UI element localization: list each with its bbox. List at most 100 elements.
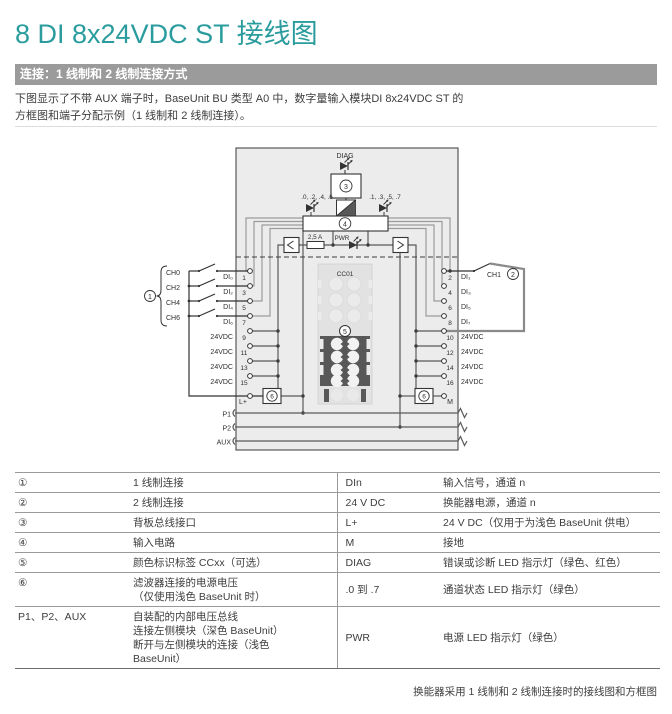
legend-meaning: 错误或诊断 LED 指示灯（绿色、红色） xyxy=(440,552,660,573)
legend-meaning: 24 V DC（仅用于为浅色 BaseUnit 供电） xyxy=(440,512,660,533)
legend-row: ⑤ 颜色标识标签 CCxx（可选） DIAG 错误或诊断 LED 指示灯（绿色、… xyxy=(15,552,660,573)
vdc-label: 24VDC xyxy=(461,334,484,341)
color-code-strip: CC01 5 xyxy=(317,263,373,405)
ref-1-circle xyxy=(144,290,156,302)
intro-text: 下图显示了不带 AUX 端子时，BaseUnit BU 类型 A0 中，数字量输… xyxy=(15,91,635,125)
di-label: DI₃ xyxy=(461,289,471,296)
terminal-number: 7 xyxy=(242,320,246,327)
vdc-label: 24VDC xyxy=(461,379,484,386)
legend-desc: 2 线制连接 xyxy=(130,492,337,513)
channel-label: CH0 xyxy=(166,270,180,277)
page-title: 8 DI 8x24VDC ST 接线图 xyxy=(15,19,318,49)
terminal-number: 13 xyxy=(240,365,248,372)
legend-table: ① 1 线制连接 DIn 输入信号，通道 n ② 2 线制连接 24 V DC … xyxy=(15,472,660,669)
switch-contact-dots xyxy=(197,269,219,318)
legend-meaning: 电源 LED 指示灯（绿色） xyxy=(440,606,660,669)
legend-symbol: ① xyxy=(15,472,130,493)
status-led-right-label: .1, .3, .5, .7 xyxy=(369,194,401,201)
di-label: DI₀ xyxy=(223,274,233,281)
vdc-label: 24VDC xyxy=(210,379,233,386)
status-led-left-label: .0, .2, .4, .6 xyxy=(301,194,333,201)
fuse-symbol xyxy=(306,241,325,249)
vdc-label: 24VDC xyxy=(461,349,484,356)
input-buffer-right xyxy=(392,236,409,254)
legend-symbol: ② xyxy=(15,492,130,513)
legend-code: M xyxy=(336,532,440,553)
terminal-number: 16 xyxy=(446,380,454,387)
ref-4: 4 xyxy=(343,221,347,228)
fuse-label: 2,5 A xyxy=(308,234,323,241)
right-channel xyxy=(446,262,526,333)
legend-meaning: 换能器电源，通道 n xyxy=(440,492,660,513)
ref-6: 6 xyxy=(422,394,426,401)
pwr-led-label: PWR xyxy=(335,235,350,242)
wiring-diagram: CC01 5 xyxy=(0,140,672,475)
vdc-label: 24VDC xyxy=(210,364,233,371)
divider-rule xyxy=(15,126,657,127)
terminal-points xyxy=(247,268,447,399)
legend-symbol: ③ xyxy=(15,512,130,533)
lplus-label: L+ xyxy=(239,399,247,406)
terminal-number: 6 xyxy=(448,305,452,312)
left-channel-wires xyxy=(188,263,263,397)
signal-wires xyxy=(245,217,451,317)
legend-desc: 颜色标识标签 CCxx（可选） xyxy=(130,552,337,573)
input-buffer-left xyxy=(283,236,300,254)
legend-code: 24 V DC xyxy=(336,492,440,513)
di-label: DI₇ xyxy=(461,319,471,326)
channel-label: CH4 xyxy=(166,300,180,307)
intro-line-2: 方框图和端子分配示例（1 线制和 2 线制连接）。 xyxy=(15,110,251,122)
supply-buses xyxy=(252,231,442,427)
input-circuit-box xyxy=(302,215,389,232)
terminal-number: 15 xyxy=(240,380,248,387)
filter-box-right: 6 xyxy=(414,387,434,405)
legend-code: DIn xyxy=(336,472,440,493)
filter-box-left: 6 xyxy=(262,387,282,405)
di-label: DI₂ xyxy=(223,289,233,296)
vdc-label: 24VDC xyxy=(461,364,484,371)
legend-desc: 滤波器连接的电源电压 （仅使用浅色 BaseUnit 时） xyxy=(130,572,337,607)
channel-label: CH2 xyxy=(166,285,180,292)
legend-symbol: ⑥ xyxy=(15,572,130,607)
ref-5: 5 xyxy=(343,329,347,336)
legend-code: PWR xyxy=(336,606,440,669)
legend-row: ① 1 线制连接 DIn 输入信号，通道 n xyxy=(15,472,660,493)
di-label: DI₅ xyxy=(461,304,471,311)
legend-desc: 自装配的内部电压总线 连接左侧模块（深色 BaseUnit） 断开与左侧模块的连… xyxy=(130,606,337,669)
legend-symbol: ④ xyxy=(15,532,130,553)
terminal-number: 5 xyxy=(242,305,246,312)
terminal-number: 8 xyxy=(448,320,452,327)
terminal-number: 12 xyxy=(446,350,454,357)
legend-row: P1、P2、AUX 自装配的内部电压总线 连接左侧模块（深色 BaseUnit）… xyxy=(15,606,660,669)
legend-row: ② 2 线制连接 24 V DC 换能器电源，通道 n xyxy=(15,492,660,513)
diag-led-label: DIAG xyxy=(336,153,353,160)
vdc-label: 24VDC xyxy=(210,334,233,341)
power-rails xyxy=(232,407,468,447)
channel-label: CH1 xyxy=(487,272,501,279)
legend-desc: 背板总线接口 xyxy=(130,512,337,533)
ref-2-circle xyxy=(507,268,519,280)
legend-meaning: 通道状态 LED 指示灯（绿色） xyxy=(440,572,660,607)
rail-label: P1 xyxy=(222,412,231,419)
di-label: DI₄ xyxy=(223,304,233,311)
ref-3: 3 xyxy=(344,184,348,191)
channel-label: CH6 xyxy=(166,315,180,322)
terminal-number: 11 xyxy=(241,350,248,357)
legend-meaning: 接地 xyxy=(440,532,660,553)
legend-row: ⑥ 滤波器连接的电源电压 （仅使用浅色 BaseUnit 时） .0 到 .7 … xyxy=(15,572,660,607)
terminal-number: 10 xyxy=(446,335,454,342)
legend-row: ③ 背板总线接口 L+ 24 V DC（仅用于为浅色 BaseUnit 供电） xyxy=(15,512,660,533)
legend-desc: 1 线制连接 xyxy=(130,472,337,493)
legend-code: L+ xyxy=(336,512,440,533)
rail-label: AUX xyxy=(217,440,232,447)
junction-dots xyxy=(187,243,452,429)
legend-row: ④ 输入电路 M 接地 xyxy=(15,532,660,553)
legend-symbol: P1、P2、AUX xyxy=(15,606,130,669)
ref-6: 6 xyxy=(270,394,274,401)
wiring-diagram-svg: CC01 5 xyxy=(144,147,526,451)
legend-meaning: 输入信号，通道 n xyxy=(440,472,660,493)
m-label: M xyxy=(447,399,453,406)
di-label: DI₆ xyxy=(223,319,233,326)
terminal-number: 14 xyxy=(446,365,454,372)
